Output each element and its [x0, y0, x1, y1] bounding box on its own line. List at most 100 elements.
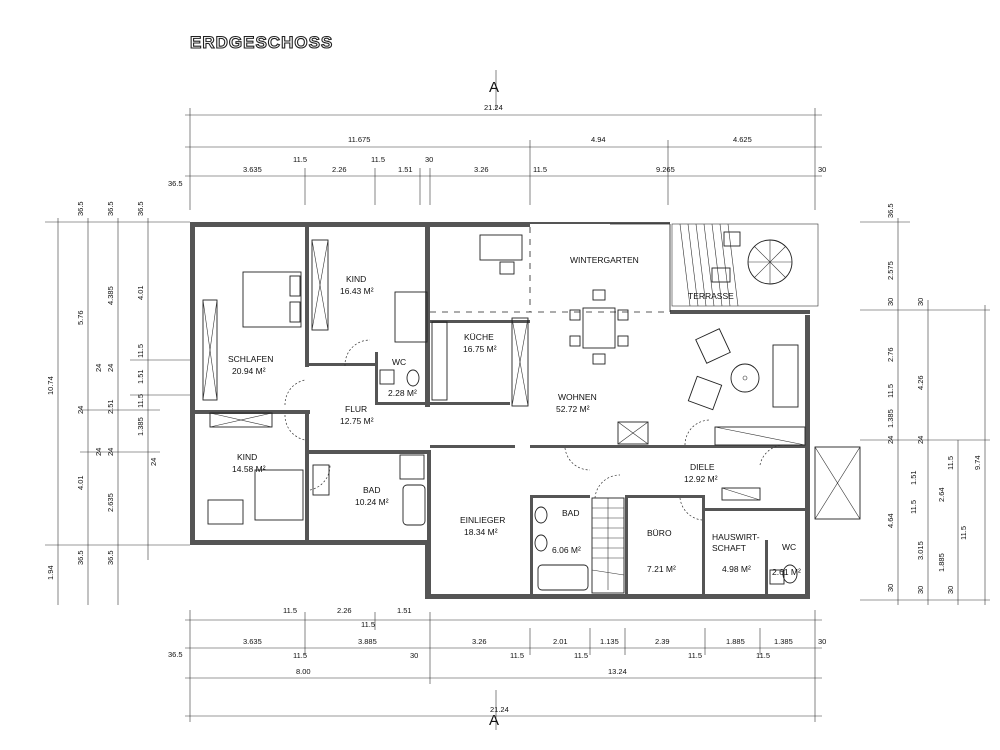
dimension-lines-left: [45, 218, 190, 605]
dim-left-inner3-1: 24: [94, 448, 103, 456]
dim-bot-r1-7: 2.01: [553, 637, 568, 646]
dim-left-inner2-1: 4.01: [136, 285, 145, 300]
dim-left-inner3-0: 24: [94, 364, 103, 372]
dim-left-inner-4: 24: [106, 448, 115, 456]
dim-bot-r1-9: 1.135: [600, 637, 619, 646]
dim-right-outer-0: 9.74: [973, 455, 982, 470]
dimension-lines-bottom: [185, 610, 822, 722]
dim-top-r2-8: 11.5: [533, 165, 547, 174]
dim-left-inner2-6: 24: [149, 458, 158, 466]
dim-left-outer-0: 10.74: [46, 376, 55, 395]
dim-bot-r1-13: 11.5: [756, 651, 770, 660]
dim-left-inner2-4: 11.5: [136, 394, 145, 408]
dim-right-mid-2: 24: [916, 436, 925, 444]
room-name-bad-1: BAD: [363, 485, 380, 495]
kitchen-furniture: [431, 234, 529, 407]
dim-right-inner-2: 30: [886, 298, 895, 306]
dimension-lines-top: [185, 108, 822, 210]
dim-bot-extra-2: 11.5: [361, 620, 375, 629]
room-name-wc-2: WC: [782, 542, 796, 552]
dim-top-2: 4.94: [591, 135, 606, 144]
room-name-bad-2: BAD: [562, 508, 579, 518]
dim-bot-r1-6: 11.5: [510, 651, 524, 660]
dim-right-mid2-1: 1.885: [937, 553, 946, 572]
room-name-kind-2: KIND: [237, 452, 257, 462]
dim-left-mid-2: 4.01: [76, 475, 85, 490]
dim-bot-r1-12: 1.885: [726, 637, 745, 646]
dim-right-outer-1: 11.5: [959, 526, 968, 540]
dim-left-inner2-0: 36.5: [136, 201, 145, 216]
dim-left-mid-0: 5.76: [76, 310, 85, 325]
room-name-einlieger: EINLIEGER: [460, 515, 505, 525]
terrace-decking: [671, 223, 819, 307]
room-labels: KIND 16.43 M² SCHLAFEN 20.94 M² WC 2.28 …: [228, 255, 801, 577]
svg-text:A: A: [489, 79, 499, 96]
dim-left-inner-1: 4.385: [106, 286, 115, 305]
dim-top-r2-1: 3.635: [243, 165, 262, 174]
room-area-schlafen: 20.94 M²: [232, 366, 266, 376]
dim-left-inner2-3: 1.51: [136, 369, 145, 384]
room-area-diele: 12.92 M²: [684, 474, 718, 484]
room-name-kind-1: KIND: [346, 274, 366, 284]
room-name-wintergarten: WINTERGARTEN: [570, 255, 639, 265]
staircase: [591, 497, 625, 594]
dim-left-outer-1: 1.94: [46, 565, 55, 580]
dim-left-inner-2: 24: [106, 364, 115, 372]
dim-bot-r1-15: 30: [818, 637, 826, 646]
dim-left-mid-1: 24: [76, 406, 85, 414]
room-name-buero: BÜRO: [647, 528, 672, 538]
dim-left-inner2-2: 11.5: [136, 344, 145, 358]
room-name-terrasse: TERRASSE: [688, 291, 734, 301]
room-area-hauswirtschaft: 4.98 M²: [722, 564, 751, 574]
dim-right-mid-3: 1.51: [909, 470, 918, 485]
dim-bot-extra-3: 1.51: [397, 606, 412, 615]
dim-right-mid-1: 4.26: [916, 375, 925, 390]
dim-bot-r1-8: 11.5: [574, 651, 588, 660]
dim-top-r2-5: 1.51: [398, 165, 413, 174]
room-name-hauswirtschaft-1: HAUSWIRT-: [712, 532, 760, 542]
dim-right-outer-2: 11.5: [946, 456, 955, 470]
dim-bot-r1-0: 36.5: [168, 650, 183, 659]
dim-bot-extra-1: 2.26: [337, 606, 352, 615]
dim-left-inner-3: 2.51: [106, 399, 115, 414]
room-area-flur: 12.75 M²: [340, 416, 374, 426]
dim-bot-r2-0: 8.00: [296, 667, 311, 676]
room-area-kind-2: 14.58 M²: [232, 464, 266, 474]
dim-right-inner-4: 11.5: [886, 384, 895, 398]
room-area-bad-1: 10.24 M²: [355, 497, 389, 507]
dim-right-mid-6: 30: [916, 586, 925, 594]
room-name-hauswirtschaft-2: SCHAFT: [712, 543, 746, 553]
dim-top-total: 21.24: [484, 103, 503, 112]
plan-title: ERDGESCHOSS: [190, 33, 333, 52]
room-name-diele: DIELE: [690, 462, 715, 472]
dim-right-inner-3: 2.76: [886, 347, 895, 362]
dim-left-inner2-5: 1.385: [136, 417, 145, 436]
dim-right-mid2-2: 30: [946, 586, 955, 594]
beds: [207, 271, 428, 525]
dim-right-inner-1: 2.575: [886, 261, 895, 280]
room-area-wohnen: 52.72 M²: [556, 404, 590, 414]
dining-set: [569, 289, 629, 365]
walls: [190, 222, 810, 599]
dim-bot-extra-0: 11.5: [283, 606, 297, 615]
section-marker-bottom: A: [489, 690, 499, 730]
dim-right-inner-0: 36.5: [886, 203, 895, 218]
dim-left-inner-6b: 36.5: [76, 550, 85, 565]
dim-right-inner-8: 30: [886, 584, 895, 592]
room-name-schlafen: SCHLAFEN: [228, 354, 273, 364]
dim-top-r2-0: 36.5: [168, 179, 183, 188]
dim-top-r2-10: 30: [818, 165, 826, 174]
room-name-wohnen: WOHNEN: [558, 392, 597, 402]
dim-left-inner-0: 36.5: [76, 201, 85, 216]
room-area-wc-1: 2.28 M²: [388, 388, 417, 398]
dim-bot-r1-4: 30: [410, 651, 418, 660]
dim-right-mid2-0: 2.64: [937, 487, 946, 502]
dim-top-r2-9: 9.265: [656, 165, 675, 174]
entrance-canopy: [721, 446, 861, 520]
dim-left-inner-5: 2.635: [106, 493, 115, 512]
dim-right-mid-0: 30: [916, 298, 925, 306]
wintergarten-glazing: [430, 223, 671, 313]
dim-bot-r1-11: 11.5: [688, 651, 702, 660]
svg-text:A: A: [489, 712, 499, 729]
dim-right-mid-4: 11.5: [909, 500, 918, 514]
